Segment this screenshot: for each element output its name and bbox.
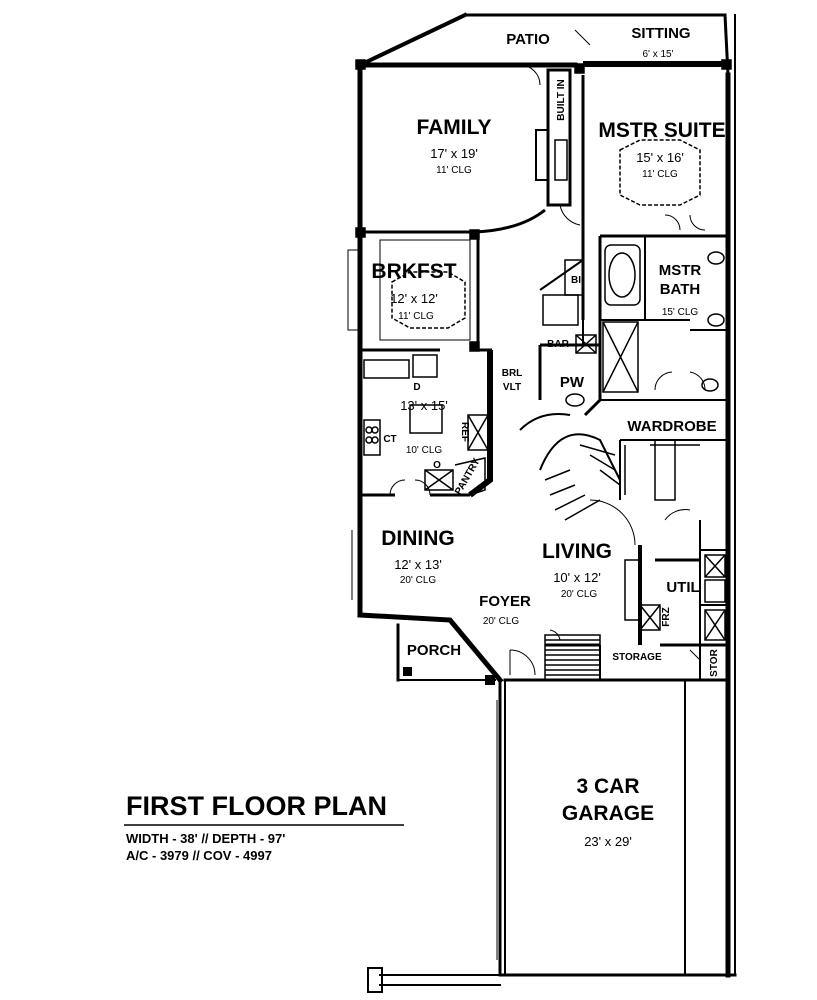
label-foyer: FOYER [479,593,531,610]
label-bar: BAR [547,339,569,350]
label-kitchen-ref: REF [459,422,470,442]
label-patio: PATIO [506,31,550,48]
label-pw: PW [560,374,585,391]
label-kitchen-ceiling: 10' CLG [406,445,443,456]
label-storage: STORAGE [612,652,662,663]
exterior-walls [357,12,737,993]
label-living-size: 10' x 12' [553,570,601,585]
label-sitting: SITTING [631,25,690,42]
label-kitchen-size: 13' x 15' [400,398,448,413]
label-family-ceiling: 11' CLG [436,165,472,176]
label-brl-vlt-line2: VLT [503,382,521,393]
plan-title: FIRST FLOOR PLAN [126,791,387,821]
door-swings [389,29,706,676]
label-garage-line2: GARAGE [562,802,654,825]
label-mstr-bath-line2: BATH [660,281,701,298]
label-kitchen-ct: CT [383,434,396,445]
label-sitting-size: 6' x 15' [642,49,673,60]
label-mstr-bath-ceiling: 15' CLG [662,307,699,318]
label-wardrobe: WARDROBE [627,418,716,435]
label-family-size: 17' x 19' [430,146,478,161]
label-mstr-suite: MSTR SUITE [598,119,725,142]
label-bi: BI [571,275,581,286]
label-living-ceiling: 20' CLG [561,589,598,600]
fixtures [347,59,732,960]
label-living: LIVING [542,540,612,563]
label-foyer-ceiling: 20' CLG [483,616,520,627]
label-mstr-bath-line1: MSTR [659,262,702,279]
label-frz: FRZ [661,607,672,626]
plan-ac-cov: A/C - 3979 // COV - 4997 [126,848,272,863]
label-brkfst: BRKFST [371,260,456,283]
label-mstr-suite-ceiling: 11' CLG [642,169,678,180]
label-kitchen-d: D [413,382,420,393]
label-family: FAMILY [416,116,491,139]
plan-width-depth: WIDTH - 38' // DEPTH - 97' [126,831,285,846]
label-brl-vlt-line1: BRL [502,368,523,379]
label-porch: PORCH [407,642,461,659]
label-brkfst-ceiling: 11' CLG [398,311,434,322]
label-brkfst-size: 12' x 12' [390,291,438,306]
label-dining-ceiling: 20' CLG [400,575,437,586]
label-built-in: BUILT IN [556,79,567,120]
label-util: UTIL [666,579,699,596]
label-garage-line1: 3 CAR [576,775,639,798]
label-dining-size: 12' x 13' [394,557,442,572]
label-kitchen-o: O [433,460,441,471]
label-dining: DINING [381,527,455,550]
label-mstr-suite-size: 15' x 16' [636,150,684,165]
label-stor: STOR [709,648,720,676]
label-garage-size: 23' x 29' [584,834,632,849]
